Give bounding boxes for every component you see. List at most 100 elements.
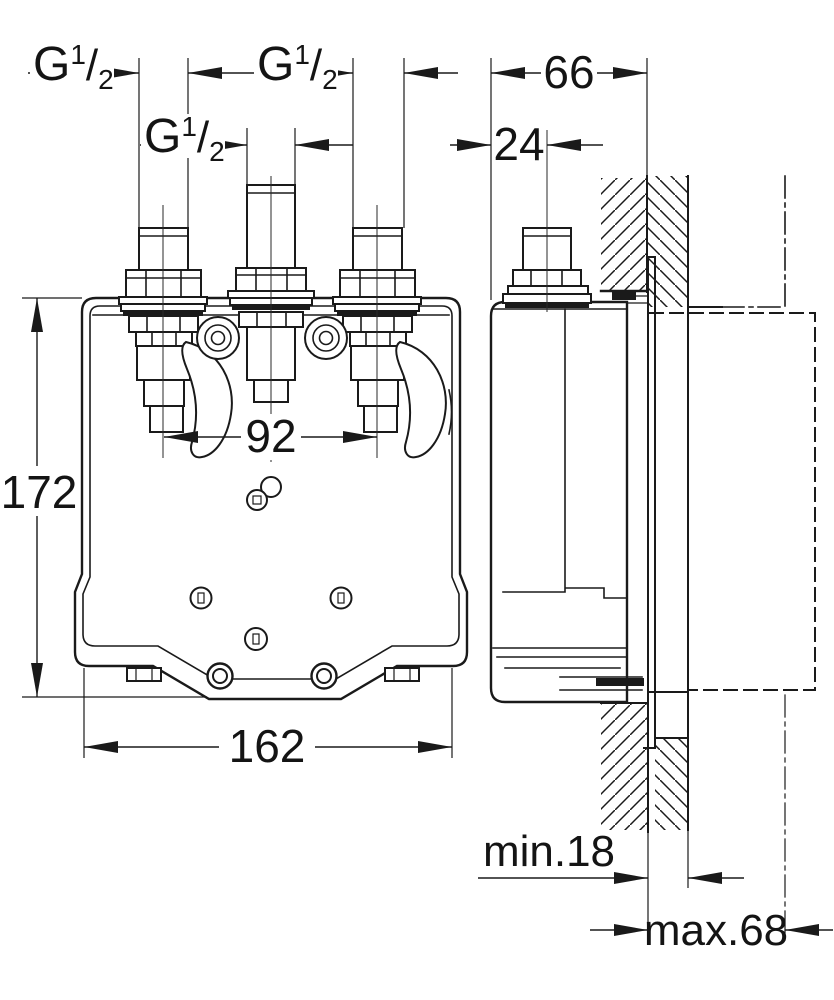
arrowhead	[614, 872, 648, 884]
side-view: 66 24 min.18 max.68	[450, 46, 833, 955]
valve-block-lower	[143, 379, 185, 407]
mounting-plate	[612, 256, 656, 749]
locknut-facets	[146, 315, 181, 333]
clamp-screw	[596, 678, 644, 686]
valve-foot	[149, 405, 184, 433]
dim-thread-rows: G1/2 G1/2 G1/2	[28, 38, 458, 228]
arrowhead	[688, 872, 722, 884]
screw-slot	[252, 495, 262, 505]
label-knockout	[254, 42, 338, 86]
valve-block-lower	[357, 379, 399, 407]
label-knockout	[30, 42, 114, 86]
locknut-facets	[360, 315, 395, 333]
face-screw	[329, 586, 353, 610]
arrowhead	[84, 741, 118, 753]
face-screw	[189, 586, 213, 610]
tab-right	[384, 667, 420, 682]
arrowhead	[491, 67, 525, 79]
arrowhead	[295, 139, 329, 151]
label-knockout	[219, 724, 315, 770]
trim-envelope	[647, 312, 816, 941]
arrowhead	[404, 67, 438, 79]
screw-slot	[337, 592, 345, 604]
arrowhead	[164, 431, 198, 443]
box-step-lines	[502, 308, 628, 599]
arrowhead	[547, 139, 581, 151]
base-screw	[206, 662, 234, 690]
base-screw-inner	[212, 668, 228, 684]
plate-lines	[643, 256, 656, 749]
box-bottom-lines	[492, 647, 643, 691]
screw-slot	[197, 592, 205, 604]
extension-lines	[490, 58, 648, 300]
valve-foot	[363, 405, 398, 433]
arrowhead	[31, 663, 43, 697]
shutoff-lever	[395, 340, 447, 459]
dim-wall-max: max.68	[590, 906, 833, 955]
envelope-dashed-outline	[649, 312, 816, 691]
flange-upper	[507, 285, 589, 295]
dim-port-offset: 24	[450, 118, 603, 170]
wall-hatch-back	[655, 738, 688, 830]
dim-wall-min-label: min.18	[483, 827, 615, 876]
arrowhead	[457, 139, 491, 151]
dim-height-label: 172	[1, 466, 78, 518]
thread-size-label-right: G1/2	[257, 38, 338, 95]
top-seal	[612, 291, 636, 300]
dim-depth: 66	[490, 46, 648, 300]
label-knockout	[141, 114, 225, 158]
label-knockout	[241, 414, 301, 460]
arrowhead	[613, 67, 647, 79]
wall-hatch-front	[601, 703, 648, 830]
mounting-tabs	[126, 667, 420, 682]
face-hole	[260, 476, 282, 498]
arrowhead	[614, 924, 648, 936]
side-port	[502, 130, 592, 312]
wall-hatch-back	[647, 176, 688, 307]
tab-left	[126, 667, 162, 682]
locknut-lower-facets	[365, 331, 391, 347]
mounting-eyelet-right	[304, 316, 348, 360]
dim-port-spacing: 92	[164, 410, 377, 462]
body-side-rib	[448, 389, 453, 435]
face-screw	[246, 489, 268, 511]
arrowhead	[343, 431, 377, 443]
arrowhead	[785, 924, 819, 936]
locknut-facets	[256, 311, 287, 328]
wall-hatch-front	[601, 178, 647, 291]
side-body	[489, 300, 644, 704]
face-fasteners	[189, 476, 353, 690]
eyelet-hole	[210, 330, 226, 346]
box-outline	[489, 300, 629, 704]
thread-size-label-center: G1/2	[144, 110, 225, 167]
screw-slot	[252, 633, 260, 645]
mounting-eyelet-left	[196, 316, 240, 360]
shutoff-lever	[181, 340, 233, 459]
arrowhead	[188, 67, 222, 79]
wall-section-lower	[600, 702, 689, 833]
base-screw-inner	[316, 668, 332, 684]
dim-port-offset-label: 24	[493, 118, 544, 170]
tab-right-ticks	[393, 667, 411, 682]
wall-section-upper	[599, 175, 786, 831]
base-screw	[310, 662, 338, 690]
arrowhead	[31, 298, 43, 332]
front-view: G1/2 G1/2 G1/2 92 172 16	[1, 38, 469, 772]
dim-height: 172	[1, 297, 207, 698]
label-knockout	[8, 466, 70, 516]
dim-port-spacing-label: 92	[245, 410, 296, 462]
dim-wall-min: min.18	[478, 827, 744, 940]
dim-width: 162	[83, 668, 453, 772]
face-screw	[244, 627, 268, 651]
dim-width-label: 162	[229, 720, 306, 772]
tab-left-ticks	[135, 667, 153, 682]
hex-nut-facets	[530, 269, 563, 287]
thread-size-label-left: G1/2	[33, 38, 114, 95]
dim-wall-max-label: max.68	[644, 906, 788, 955]
label-knockout	[541, 50, 597, 94]
arrowhead	[418, 741, 452, 753]
dim-depth-label: 66	[543, 46, 594, 98]
eyelet-hole	[318, 330, 334, 346]
